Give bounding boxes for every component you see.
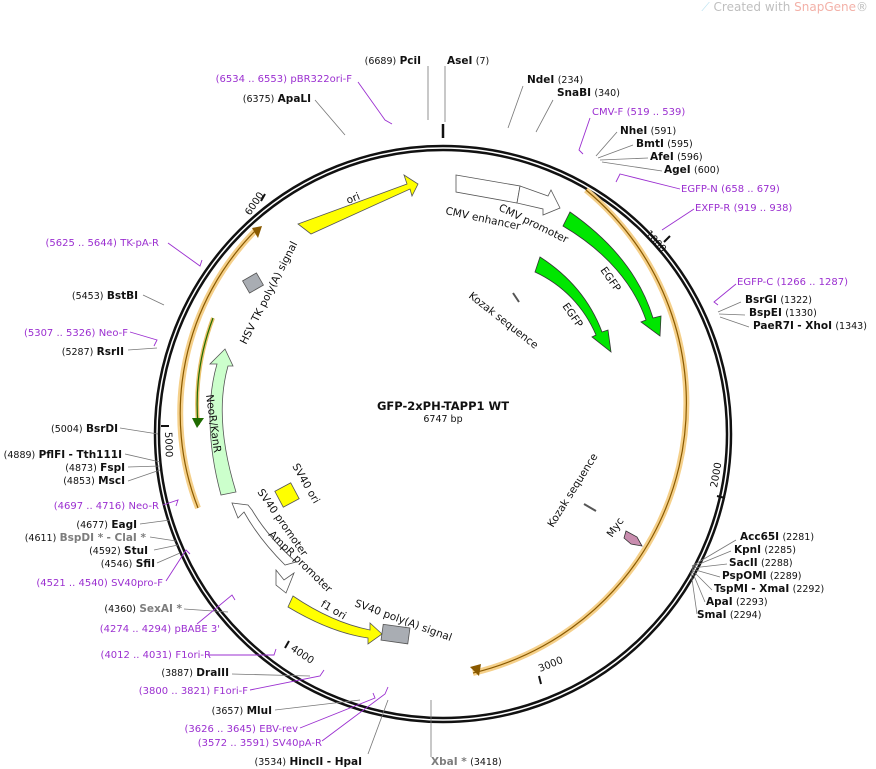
snapgene-watermark: ⟋ Created with SnapGene® <box>701 0 868 14</box>
feature-label-hsvtk: HSV TK poly(A) signal <box>238 240 300 347</box>
orf-arc-small-core <box>196 317 214 426</box>
feature-label-kozak-1: Kozak sequence <box>466 290 540 352</box>
site-rsrii: (5287) RsrII <box>62 346 124 358</box>
primer-pbr322ori-f: (6534 .. 6553) pBR322ori-F <box>216 73 353 85</box>
orf-arrow-head-small <box>192 418 204 428</box>
feature-ori-arrow <box>297 174 419 235</box>
primer-leaders <box>129 81 737 742</box>
primer-exfp-r: EXFP-R (919 .. 938) <box>695 202 792 214</box>
feature-neor-arrow <box>209 348 237 496</box>
orf-arc-right-core <box>472 189 687 674</box>
site-leaders <box>119 66 750 757</box>
site-bstbi: (5453) BstBI <box>72 290 138 302</box>
feature-sv40-polya-box <box>380 623 411 645</box>
site-nhei: NheI (591) <box>620 125 676 137</box>
feature-ampr-promoter-arrow <box>275 568 295 594</box>
site-tspmi-xmai: TspMI - XmaI (2292) <box>714 583 824 595</box>
primer-egfp-c: EGFP-C (1266 .. 1287) <box>737 276 848 288</box>
feature-cmv-enhancer-arrow <box>455 174 521 204</box>
orf-arc-right <box>472 187 690 676</box>
orf-arc-left-core <box>179 229 257 509</box>
site-paer7i-xhoi: PaeR7I - XhoI (1343) <box>753 320 867 332</box>
feature-egfp-inner-arrow <box>534 256 612 353</box>
site-bsrdi: (5004) BsrDI <box>51 423 118 435</box>
watermark-logo-icon: ⟋ <box>701 0 710 14</box>
site-hincii-hpai: (3534) HincII - HpaI <box>255 756 363 768</box>
primer-tk-pa-r: (5625 .. 5644) TK-pA-R <box>45 237 159 249</box>
feature-kozak-mark-1 <box>512 292 520 303</box>
site-pcii: (6689) PciI <box>365 55 421 67</box>
site-mlui: (3657) MluI <box>212 705 272 717</box>
site-asei: AseI (7) <box>447 55 489 67</box>
primer-f1ori-r: (4012 .. 4031) F1ori-R <box>101 649 211 661</box>
primers: (6534 .. 6553) pBR322ori-F CMV-F (519 ..… <box>24 73 848 749</box>
orf-arrow-head-right <box>470 664 481 676</box>
backbone-outer <box>153 144 733 724</box>
restriction-sites: (6689) PciI AseI (7) NdeI (234) SnaBI (3… <box>4 55 867 768</box>
site-bmti: BmtI (595) <box>636 138 693 150</box>
site-bspdi-clai: (4611) BspDI * - ClaI * <box>25 532 147 544</box>
primer-sv40pa-r: (3572 .. 3591) SV40pA-R <box>198 737 322 749</box>
plasmid-length: 6747 bp <box>423 414 462 425</box>
tick-line-4000 <box>284 640 290 649</box>
site-pspomi: PspOMI (2289) <box>722 570 802 582</box>
site-msci: (4853) MscI <box>63 475 125 487</box>
site-snabi: SnaBI (340) <box>557 87 620 99</box>
primer-pbabe3: (4274 .. 4294) pBABE 3' <box>100 623 220 635</box>
feature-label-ori: ori <box>345 191 362 207</box>
feature-myc-arrow <box>623 530 643 547</box>
site-agei: AgeI (600) <box>664 164 720 176</box>
site-xbai: XbaI * (3418) <box>431 756 502 768</box>
site-bsrgi: BsrGI (1322) <box>745 294 812 306</box>
site-stui: (4592) StuI <box>89 545 148 557</box>
site-kpni: KpnI (2285) <box>734 544 796 556</box>
bp-ticks: 1000 2000 3000 4000 5000 6000 <box>161 190 726 685</box>
primer-ebv-rev: (3626 .. 3645) EBV-rev <box>185 723 299 735</box>
feature-f1ori-arrow <box>287 595 383 645</box>
primer-egfp-n: EGFP-N (658 .. 679) <box>681 183 780 195</box>
feature-hsvtk-box <box>242 272 264 294</box>
site-fspi: (4873) FspI <box>65 462 125 474</box>
feature-egfp-outer-arrow <box>562 211 662 337</box>
feature-kozak-mark-2 <box>583 503 597 512</box>
primer-f1ori-f: (3800 .. 3821) F1ori-F <box>139 685 248 697</box>
site-apai: ApaI (2293) <box>706 596 768 608</box>
primer-sv40pro-f: (4521 .. 4540) SV40pro-F <box>36 577 163 589</box>
site-apali: (6375) ApaLI <box>243 93 311 105</box>
orf-arcs <box>177 187 690 676</box>
feature-label-kozak-2: Kozak sequence <box>545 451 600 529</box>
site-smai: SmaI (2294) <box>697 609 761 621</box>
site-eagi: (4677) EagI <box>76 519 137 531</box>
tick-line-6000 <box>260 193 266 202</box>
site-sfii: (4546) SfiI <box>101 558 155 570</box>
site-acc65i: Acc65I (2281) <box>740 531 814 543</box>
feature-label-myc: Myc <box>605 515 627 539</box>
tick-label-2000: 2000 <box>709 462 724 489</box>
feature-sv40-ori-box <box>274 482 300 508</box>
feature-sv40-promoter-arrow <box>231 502 297 566</box>
site-draiii: (3887) DraIII <box>161 667 229 679</box>
site-sacii: SacII (2288) <box>729 557 793 569</box>
site-pflfi-tth111i: (4889) PflFI - Tth111I <box>4 449 122 461</box>
orf-arrow-head-left <box>252 226 262 238</box>
site-sexai: (4360) SexAI * <box>104 603 182 615</box>
site-afei: AfeI (596) <box>650 151 703 163</box>
tick-line-3000 <box>538 675 542 685</box>
backbone-inner <box>157 148 729 720</box>
plasmid-name: GFP-2xPH-TAPP1 WT <box>377 399 509 413</box>
tick-label-4000: 4000 <box>288 643 315 666</box>
site-bspei: BspEI (1330) <box>749 307 817 319</box>
tick-label-5000: 5000 <box>162 432 174 458</box>
primer-cmv-f: CMV-F (519 .. 539) <box>592 106 685 118</box>
primer-neo-r: (4697 .. 4716) Neo-R <box>54 500 159 512</box>
tick-line-1000 <box>663 235 671 243</box>
feature-cmv-promoter-arrow <box>516 185 561 216</box>
tick-label-3000: 3000 <box>537 655 565 675</box>
tick-line-2000 <box>716 495 726 499</box>
site-ndei: NdeI (234) <box>527 74 583 86</box>
primer-neo-f: (5307 .. 5326) Neo-F <box>24 327 128 339</box>
